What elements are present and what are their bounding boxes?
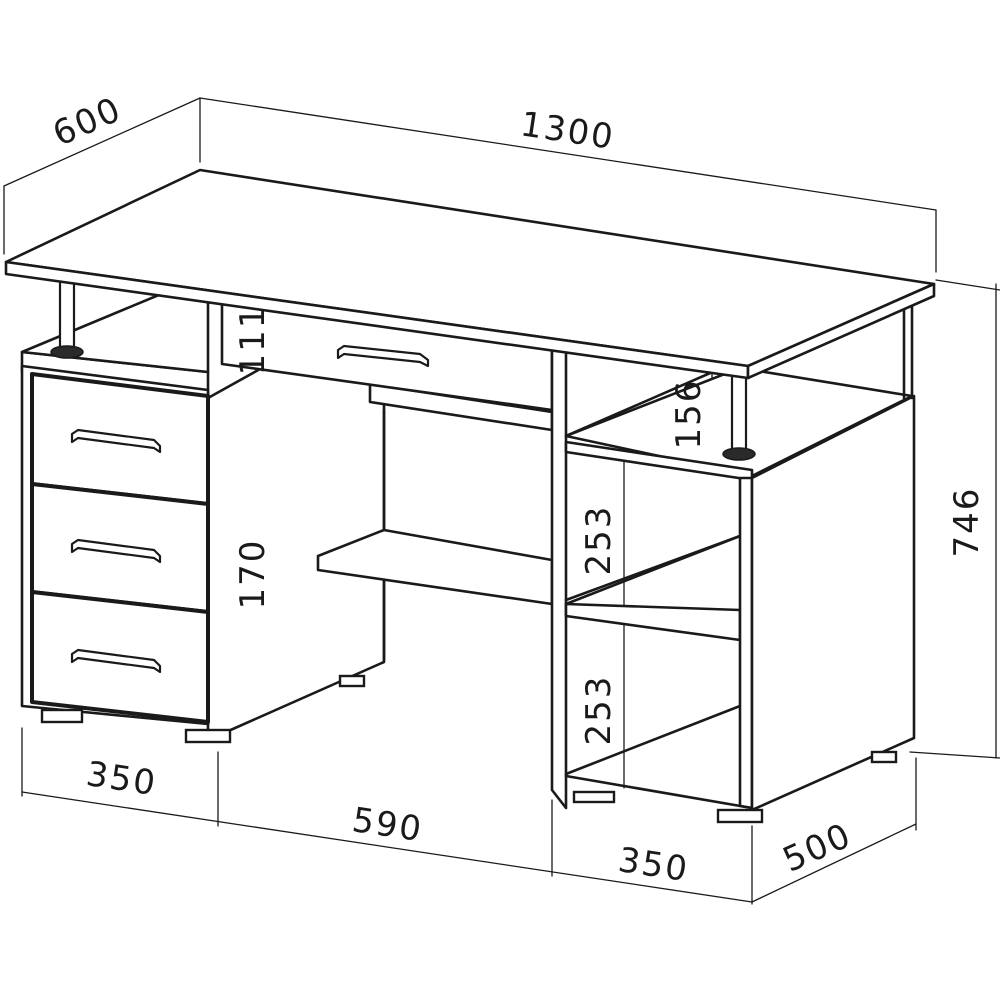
foot-icon — [40, 708, 84, 724]
dim-overall-height: 746 — [947, 487, 987, 558]
post-base-icon — [50, 345, 84, 359]
dim-overall-width: 1300 — [518, 104, 617, 158]
kneespace — [220, 294, 554, 662]
dim-overall-depth: 600 — [47, 89, 128, 154]
dimension-labels: 600 1300 746 350 590 350 500 111 170 156… — [47, 89, 987, 890]
left-pedestal — [20, 290, 386, 744]
post-icon — [58, 274, 76, 352]
foot-icon — [184, 728, 232, 744]
desktop — [4, 168, 936, 380]
drawer-3-handle[interactable] — [70, 648, 162, 674]
foot-icon — [338, 674, 366, 688]
dim-drawer-height: 170 — [233, 539, 273, 610]
dim-shelf-gap-bottom: 253 — [579, 675, 619, 746]
dim-top-drawer-height: 111 — [233, 305, 273, 376]
foot-icon — [870, 750, 898, 764]
drawer-2-handle[interactable] — [70, 538, 162, 564]
center-drawer-handle[interactable] — [336, 344, 430, 368]
dim-shelf-gap-middle: 253 — [579, 505, 619, 576]
foot-icon — [572, 790, 616, 804]
shelf-middle — [564, 602, 742, 642]
desktop-side-edge — [746, 282, 936, 380]
drawer-1-handle[interactable] — [70, 428, 162, 454]
right-pedestal-divider — [738, 476, 754, 810]
dim-left-pedestal-width: 350 — [84, 754, 160, 804]
right-pedestal — [550, 298, 916, 824]
dimension-lines — [3, 97, 1000, 905]
right-pedestal-left-side — [550, 348, 568, 810]
right-pedestal-right-side — [750, 394, 916, 812]
post-base-icon — [722, 447, 756, 461]
foot-icon — [716, 808, 764, 824]
post-icon — [730, 370, 748, 454]
dim-shelf-gap-top: 156 — [669, 379, 709, 450]
